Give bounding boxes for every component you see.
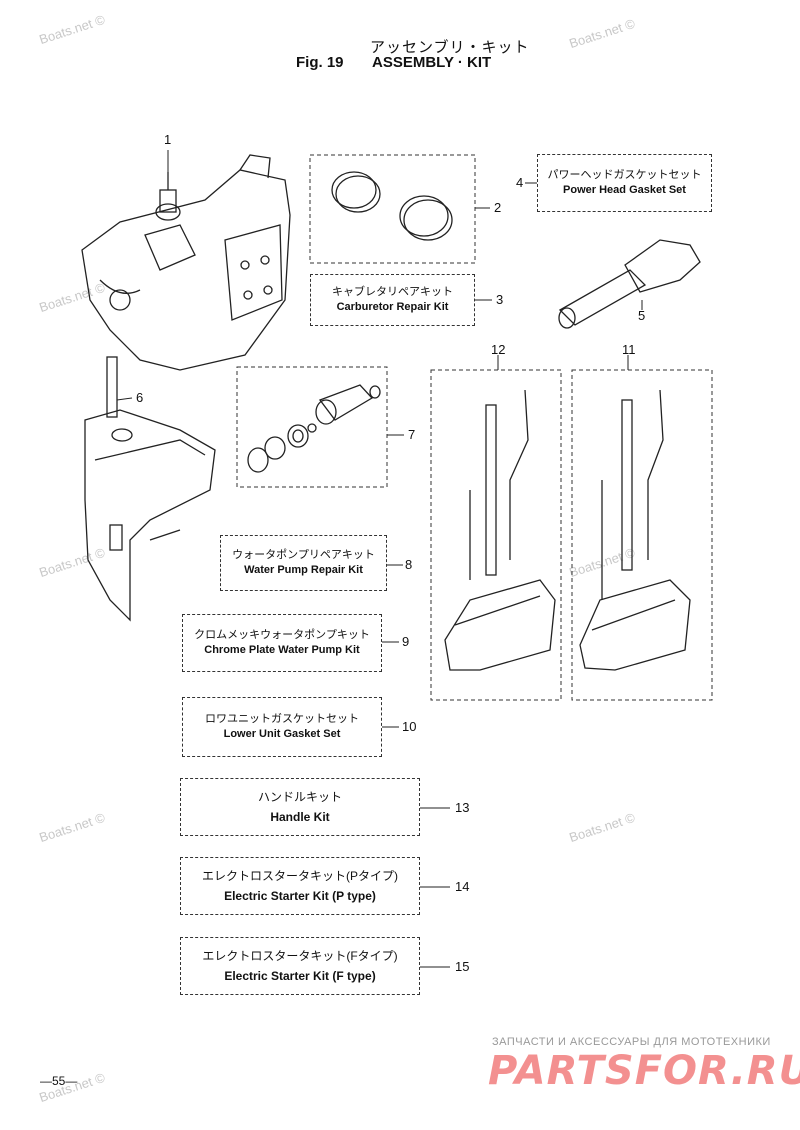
callout-3: 3 <box>496 292 504 307</box>
callout-8: 8 <box>405 557 413 572</box>
kit-box-electric-starter-f: エレクトロスタータキット(Fタイプ) Electric Starter Kit … <box>180 937 420 995</box>
callout-11: 11 <box>622 342 636 357</box>
kit-label-en: Power Head Gasket Set <box>563 184 686 196</box>
callout-15: 15 <box>455 959 470 974</box>
handle-illustration <box>558 239 701 329</box>
lower-housing-11-illustration <box>579 389 691 671</box>
kit-label-en: Electric Starter Kit (F type) <box>224 969 376 983</box>
kit-label-en: Water Pump Repair Kit <box>244 564 363 576</box>
kit-box-water-pump-repair: ウォータポンプリペアキット Water Pump Repair Kit <box>220 535 387 591</box>
callout-4: 4 <box>516 175 524 190</box>
kit-label-jp: クロムメッキウォータポンプキット <box>194 629 370 641</box>
kit-label-en: Chrome Plate Water Pump Kit <box>204 644 360 656</box>
callout-10: 10 <box>402 719 417 734</box>
powerhead-illustration <box>81 154 291 371</box>
kit-label-en: Lower Unit Gasket Set <box>223 728 341 740</box>
title-english: ASSEMBLY · KIT <box>372 54 492 71</box>
kit-box-power-head-gasket: パワーヘッドガスケットセット Power Head Gasket Set <box>537 154 712 212</box>
callout-9: 9 <box>402 634 410 649</box>
kit-label-jp: エレクトロスタータキット(Fタイプ) <box>202 949 398 963</box>
kit-label-jp: ハンドルキット <box>257 790 342 804</box>
callout-5: 5 <box>638 308 646 323</box>
kit-label-jp: キャブレタリペアキット <box>332 286 453 298</box>
kit-box-handle: ハンドルキット Handle Kit <box>180 778 420 836</box>
kit-label-jp: ウォータポンプリペアキット <box>232 549 375 561</box>
callout-12: 12 <box>491 342 506 357</box>
brand-tagline: ЗАПЧАСТИ И АКСЕССУАРЫ ДЛЯ МОТОТЕХНИКИ <box>492 1036 771 1048</box>
kit-label-en: Handle Kit <box>270 810 330 824</box>
callout-13: 13 <box>455 800 470 815</box>
figure-label: Fig. 19 <box>296 54 344 71</box>
kit-label-jp: パワーヘッドガスケットセット <box>547 169 702 181</box>
kit-box-carburetor-repair: キャブレタリペアキット Carburetor Repair Kit <box>310 274 475 326</box>
callout-6: 6 <box>136 390 144 405</box>
kit-box-electric-starter-p: エレクトロスタータキット(Pタイプ) Electric Starter Kit … <box>180 857 420 915</box>
page-number: —55— <box>40 1074 78 1088</box>
title-japanese: アッセンブリ・キット <box>370 39 530 56</box>
kit-label-jp: ロワユニットガスケットセット <box>205 713 359 725</box>
kit-box-chrome-water-pump: クロムメッキウォータポンプキット Chrome Plate Water Pump… <box>182 614 382 672</box>
brand-logo: PARTSFOR.RU <box>488 1048 800 1094</box>
lower-housing-12-illustration <box>444 389 556 671</box>
callout-7: 7 <box>408 427 416 442</box>
callout-2: 2 <box>494 200 502 215</box>
callout-1: 1 <box>164 132 172 147</box>
callout-14: 14 <box>455 879 470 894</box>
lower-unit-illustration <box>84 356 216 622</box>
water-pump-illustration <box>247 384 381 473</box>
kit-label-en: Electric Starter Kit (P type) <box>224 889 376 903</box>
kit-box-lower-unit-gasket: ロワユニットガスケットセット Lower Unit Gasket Set <box>182 697 382 757</box>
kit-label-en: Carburetor Repair Kit <box>336 301 449 313</box>
kit-label-jp: エレクトロスタータキット(Pタイプ) <box>202 869 398 883</box>
